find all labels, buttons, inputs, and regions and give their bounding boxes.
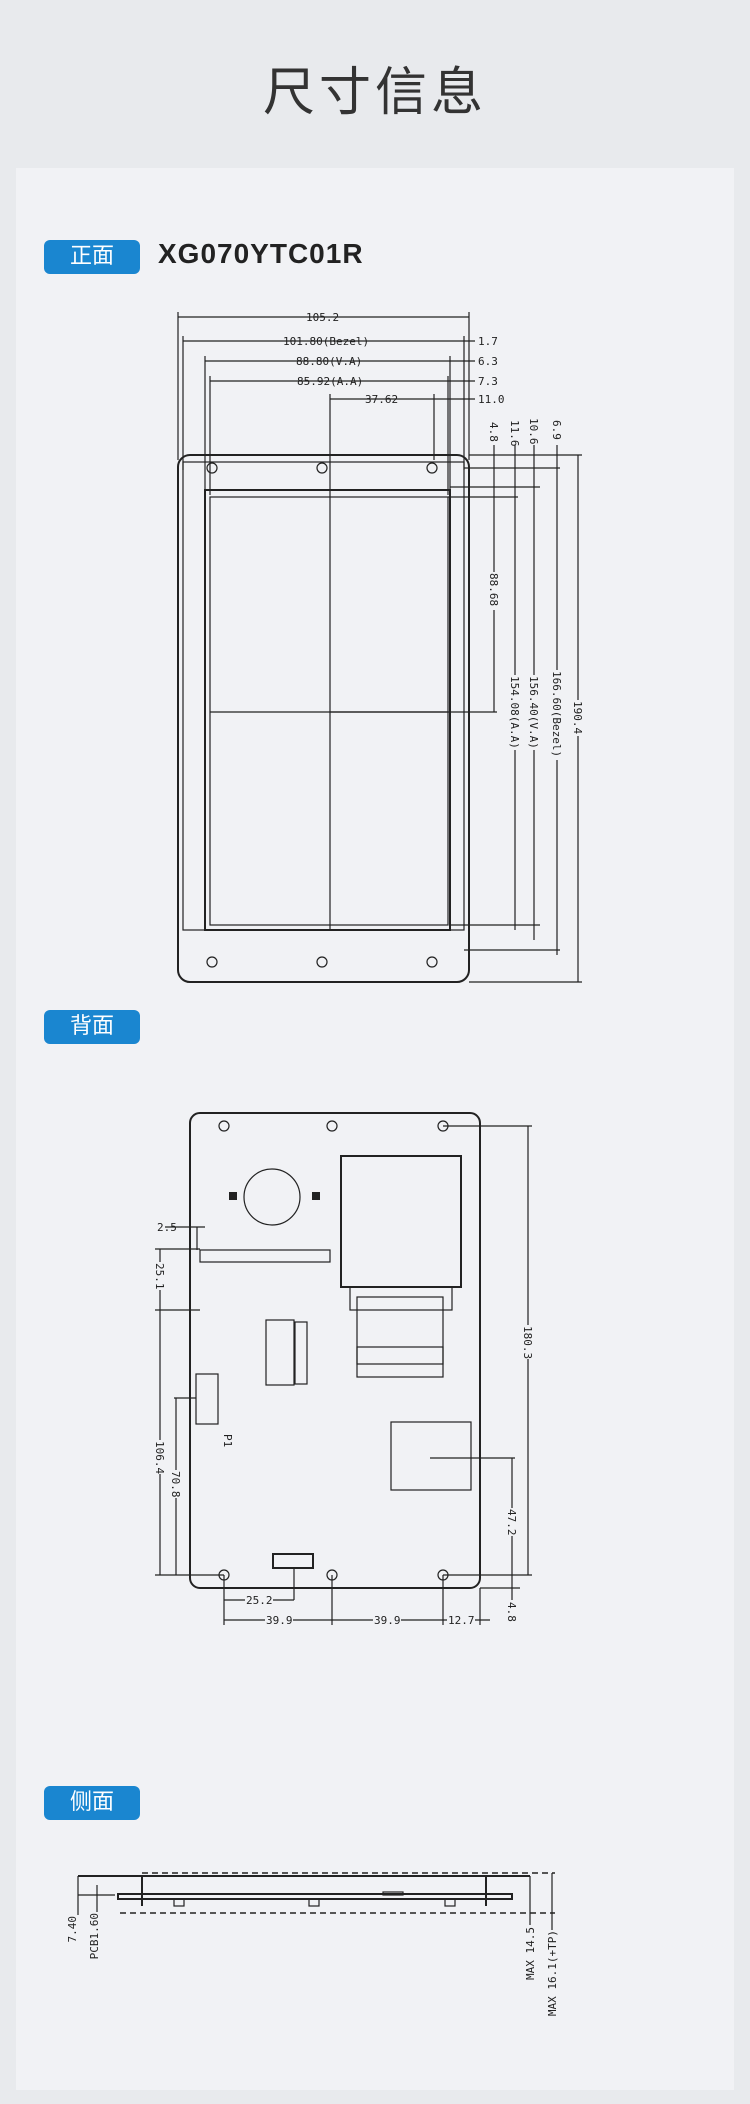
dim-label: 11.0	[478, 393, 505, 406]
dim-label: MAX 16.1(+TP)	[546, 1930, 559, 2016]
dim-label: 166.60(Bezel)	[550, 671, 563, 757]
section-badge-side: 侧面	[44, 1786, 140, 1820]
front-panel-outline	[177, 454, 470, 983]
section-badge-front: 正面	[44, 240, 140, 274]
page-title: 尺寸信息	[262, 63, 487, 123]
dim-label: 85.92(A.A)	[297, 375, 363, 388]
dim-label: 6.9	[550, 420, 563, 440]
back-pcb-outline	[189, 1112, 481, 1589]
dim-label: MAX 14.5	[524, 1927, 537, 1980]
dim-label: 37.62	[365, 393, 398, 406]
dim-label: 25.1	[153, 1263, 166, 1290]
dim-label: 39.9	[266, 1614, 293, 1627]
section-badge-back: 背面	[44, 1010, 140, 1044]
dim-label: 25.2	[246, 1594, 273, 1607]
dim-label: 180.3	[521, 1326, 534, 1359]
side-outline	[77, 1872, 555, 1930]
model-name: XG070YTC01R	[158, 238, 364, 269]
dim-label: 105.2	[306, 311, 339, 324]
dim-label: 106.4	[153, 1441, 166, 1474]
dim-label: PCB1.60	[88, 1913, 101, 1959]
dim-label: 88.68	[487, 573, 500, 606]
dim-label: 11.6	[508, 420, 521, 447]
dim-label: 47.2	[505, 1509, 518, 1536]
dim-label: 101.80(Bezel)	[283, 335, 369, 348]
dim-label: 39.9	[374, 1614, 401, 1627]
dim-label: 7.40	[66, 1916, 79, 1943]
dim-label: 7.3	[478, 375, 498, 388]
connector-label: P1	[221, 1434, 234, 1447]
dim-label: 190.4	[571, 701, 584, 734]
dim-label: 88.80(V.A)	[296, 355, 362, 368]
dim-label: 1.7	[478, 335, 498, 348]
dim-label: 156.40(V.A)	[527, 676, 540, 749]
dim-label: 154.08(A.A)	[508, 676, 521, 749]
dim-label: 10.6	[527, 418, 540, 445]
dim-label: 6.3	[478, 355, 498, 368]
dim-label: 12.7	[448, 1614, 475, 1627]
content-card	[16, 168, 734, 2090]
dim-label: 70.8	[169, 1471, 182, 1498]
dim-label: 2.5	[157, 1221, 177, 1234]
dim-label: 4.8	[505, 1602, 518, 1622]
dim-label: 4.8	[487, 422, 500, 442]
